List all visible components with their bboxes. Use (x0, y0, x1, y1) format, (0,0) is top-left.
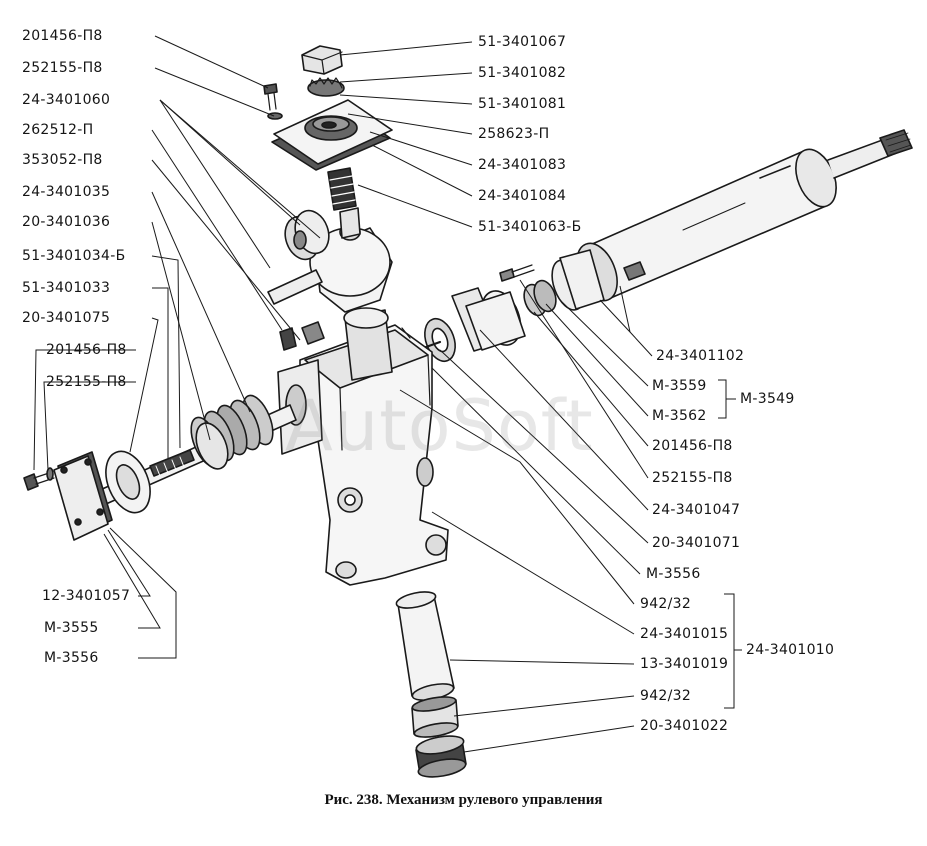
label-252155-p8-right: 252155-П8 (652, 470, 733, 486)
label-m-3549: М-3549 (740, 391, 795, 407)
label-24-3401102: 24-3401102 (656, 348, 745, 364)
label-51-3401033: 51-3401033 (22, 280, 111, 296)
label-m-3556-right: М-3556 (646, 566, 701, 582)
watermark: AutoSoft (285, 385, 594, 467)
label-201456-p8-right: 201456-П8 (652, 438, 733, 454)
cover-bolt (263, 83, 283, 120)
label-20-3401071: 20-3401071 (652, 535, 741, 551)
label-13-3401019: 13-3401019 (640, 656, 729, 672)
label-51-3401081: 51-3401081 (478, 96, 567, 112)
seal-ring (415, 735, 467, 778)
label-353052-p8: 353052-П8 (22, 152, 103, 168)
label-24-3401035: 24-3401035 (22, 184, 111, 200)
label-24-3401015: 24-3401015 (640, 626, 729, 642)
label-m-3555: М-3555 (44, 620, 99, 636)
steering-gear-housing (277, 307, 449, 586)
top-nut-and-washer (301, 45, 345, 97)
label-24-3401010: 24-3401010 (746, 642, 835, 658)
upper-bearing-flange (410, 287, 526, 363)
label-201456-p8-left: 201456-П8 (46, 342, 127, 358)
label-24-3401084: 24-3401084 (478, 188, 567, 204)
label-m-3562: М-3562 (652, 408, 707, 424)
label-51-3401034-b: 51-3401034-Б (22, 248, 126, 264)
label-258623-p: 258623-П (478, 126, 550, 142)
label-942-32-bottom: 942/32 (640, 688, 692, 704)
steering-shaft-tube (576, 129, 913, 302)
figure-caption: Рис. 238. Механизм рулевого управления (324, 792, 603, 808)
bushing-tube (395, 591, 455, 701)
label-24-3401083: 24-3401083 (478, 157, 567, 173)
label-20-3401022: 20-3401022 (640, 718, 729, 734)
label-51-3401082: 51-3401082 (478, 65, 567, 81)
label-m-3556-left: М-3556 (44, 650, 99, 666)
label-20-3401075: 20-3401075 (22, 310, 111, 326)
leader-lines (33, 35, 742, 753)
label-24-3401060: 24-3401060 (22, 92, 111, 108)
label-m-3559: М-3559 (652, 378, 707, 394)
needle-bearing (411, 696, 459, 738)
adjusting-spring (327, 167, 357, 211)
label-51-3401063-b: 51-3401063-Б (478, 219, 582, 235)
label-201456-p8-top: 201456-П8 (22, 28, 103, 44)
roller-shaft-assembly (267, 207, 393, 351)
label-262512-p: 262512-П (22, 122, 94, 138)
label-12-3401057: 12-3401057 (42, 588, 131, 604)
sleeve-rings (499, 249, 605, 317)
top-side-cover (271, 99, 393, 171)
label-24-3401047: 24-3401047 (652, 502, 741, 518)
end-cover-plate (53, 451, 113, 541)
label-942-32-top: 942/32 (640, 596, 692, 612)
lower-bearing-ring (105, 450, 151, 514)
label-51-3401067: 51-3401067 (478, 34, 567, 50)
end-cover-bolt (23, 467, 55, 491)
label-252155-p8-top: 252155-П8 (22, 60, 103, 76)
label-252155-p8-left: 252155-П8 (46, 374, 127, 390)
label-20-3401036: 20-3401036 (22, 214, 111, 230)
